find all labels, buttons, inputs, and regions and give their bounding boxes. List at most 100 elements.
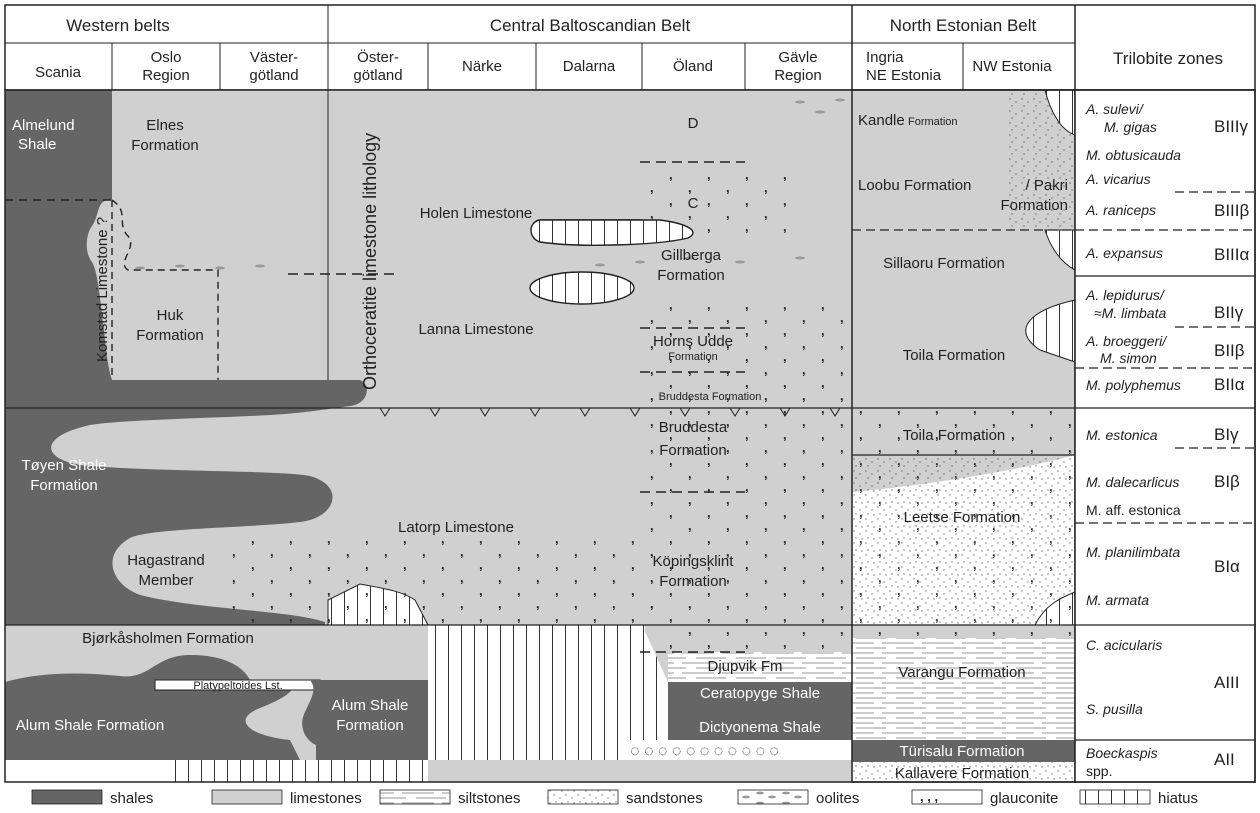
label-toyen-1: Tøyen Shale bbox=[21, 457, 106, 474]
region-scania: Scania bbox=[35, 64, 82, 81]
legend-glauconite: glauconite bbox=[990, 790, 1058, 807]
label-holen: Holen Limestone bbox=[420, 205, 533, 222]
label-toila-lower: Toila Formation bbox=[903, 427, 1006, 444]
legend-swatch-hiatus bbox=[1079, 789, 1151, 805]
label-huk-2: Formation bbox=[136, 327, 204, 344]
labels: Almelund Shale Elnes Formation Komstad L… bbox=[12, 112, 1068, 782]
zone-code-b2b: BIIβ bbox=[1214, 341, 1245, 360]
label-d: D bbox=[688, 115, 699, 132]
region-ingria-1: Ingria bbox=[866, 49, 904, 66]
label-leetse: Leetse Formation bbox=[904, 509, 1021, 526]
label-sillaoru: Sillaoru Formation bbox=[883, 255, 1005, 272]
zone-code-b1g: BIγ bbox=[1214, 425, 1239, 444]
label-kandle-1: Kandle bbox=[858, 112, 905, 129]
header-western: Western belts bbox=[66, 16, 170, 35]
label-toila-upper: Toila Formation bbox=[903, 347, 1006, 364]
zone-estonica: M. estonica bbox=[1086, 427, 1158, 443]
label-kandle-2: Formation bbox=[908, 116, 958, 128]
header-north: North Estonian Belt bbox=[890, 16, 1037, 35]
label-bruddesta-line: Bruddesta Formation bbox=[659, 391, 762, 403]
label-horns-2: Formation bbox=[668, 351, 718, 363]
label-bruddesta-2: Formation bbox=[659, 442, 727, 459]
legend-sandstones: sandstones bbox=[626, 790, 703, 807]
zone-boeckaspis-2: spp. bbox=[1086, 763, 1112, 779]
label-pakri-2: Formation bbox=[1000, 197, 1068, 214]
legend-oolites: oolites bbox=[816, 790, 859, 807]
label-alum-mid-2: Formation bbox=[336, 717, 404, 734]
label-kopingsklint-1: Köpingsklint bbox=[653, 553, 735, 570]
label-gillberga-2: Formation bbox=[657, 267, 725, 284]
legend-swatch-sandstones bbox=[547, 789, 619, 805]
label-elnes-2: Formation bbox=[131, 137, 199, 154]
zone-code-b3b: BIIIβ bbox=[1214, 201, 1250, 220]
label-turisalu: Türisalu Formation bbox=[899, 743, 1024, 760]
label-alum-left: Alum Shale Formation bbox=[16, 717, 164, 734]
zone-planilimbata: M. planilimbata bbox=[1086, 544, 1180, 560]
region-vaster-2: götland bbox=[249, 67, 298, 84]
zone-armata: M. armata bbox=[1086, 592, 1149, 608]
zone-pusilla: S. pusilla bbox=[1086, 701, 1143, 717]
region-narke: Närke bbox=[462, 58, 502, 75]
label-elnes-1: Elnes bbox=[146, 117, 184, 134]
legend-hiatus: hiatus bbox=[1158, 790, 1198, 807]
zone-broeggeri-1: A. broeggeri/ bbox=[1085, 333, 1168, 349]
label-hagastrand-2: Member bbox=[138, 572, 193, 589]
region-dalarna: Dalarna bbox=[563, 58, 616, 75]
legend-siltstones: siltstones bbox=[458, 790, 521, 807]
label-c: C bbox=[688, 195, 699, 212]
zone-aff-estonica: M. aff. estonica bbox=[1086, 502, 1181, 518]
zone-broeggeri-2: M. simon bbox=[1100, 350, 1157, 366]
legend-swatch-siltstones bbox=[379, 789, 451, 805]
region-gavle-2: Region bbox=[774, 67, 822, 84]
legend-swatch-limestones bbox=[211, 789, 283, 805]
zone-sulevi-1: A. sulevi/ bbox=[1085, 101, 1145, 117]
shale-scania bbox=[5, 90, 367, 625]
label-komstad: Komstad Limestone ? bbox=[94, 217, 111, 362]
hiatus-lens-lower bbox=[529, 271, 635, 305]
region-oster-2: götland bbox=[353, 67, 402, 84]
zone-lepidurus-2: ≈M. limbata bbox=[1094, 305, 1166, 321]
zone-vicarius: A. vicarius bbox=[1085, 171, 1151, 187]
region-vaster-1: Väster- bbox=[250, 49, 298, 66]
label-varangu: Varangu Formation bbox=[898, 664, 1025, 681]
region-ingria-2: NE Estonia bbox=[866, 67, 942, 84]
label-almelund-1: Almelund bbox=[12, 117, 75, 134]
zone-labels: A. sulevi/ M. gigas M. obtusicauda A. vi… bbox=[1085, 101, 1250, 779]
label-kallavere: Kallavere Formation bbox=[895, 765, 1029, 782]
label-lanna: Lanna Limestone bbox=[418, 321, 533, 338]
north-estonian-belt bbox=[851, 89, 1076, 783]
region-oland: Öland bbox=[673, 57, 713, 75]
label-latorp: Latorp Limestone bbox=[398, 519, 514, 536]
komstad-outline bbox=[111, 199, 219, 380]
zone-code-b2g: BIIγ bbox=[1214, 303, 1244, 322]
label-hagastrand-1: Hagastrand bbox=[127, 552, 205, 569]
zone-raniceps: A. raniceps bbox=[1085, 202, 1156, 218]
label-pakri-1: / Pakri bbox=[1025, 177, 1068, 194]
label-horns-1: Horns Udde bbox=[653, 333, 733, 350]
label-alum-mid-1: Alum Shale bbox=[332, 697, 409, 714]
zone-code-b1b: BIβ bbox=[1214, 472, 1240, 491]
chart-body: ◌ ◌ ◌ ◌ ◌ ◌ ◌ ◌ ◌ ◌ ◌ bbox=[5, 90, 852, 782]
zone-lepidurus-1: A. lepidurus/ bbox=[1085, 287, 1166, 303]
legend-swatch-oolites bbox=[737, 789, 809, 805]
region-oslo-1: Oslo bbox=[151, 49, 182, 66]
zone-dalecarlicus: M. dalecarlicus bbox=[1086, 474, 1179, 490]
zone-code-b1a: BIα bbox=[1214, 557, 1240, 576]
zone-code-a2: AII bbox=[1214, 750, 1235, 769]
label-ceratopyge: Ceratopyge Shale bbox=[700, 685, 820, 702]
zone-code-b2a: BIIα bbox=[1214, 375, 1245, 394]
header-central: Central Baltoscandian Belt bbox=[490, 16, 691, 35]
header-zones: Trilobite zones bbox=[1113, 49, 1223, 68]
region-oslo-2: Region bbox=[142, 67, 190, 84]
region-oster-1: Öster- bbox=[357, 48, 399, 66]
zone-code-b3a: BIIIα bbox=[1214, 245, 1250, 264]
legend-limestones: limestones bbox=[290, 790, 362, 807]
zone-boeckaspis-1: Boeckaspis bbox=[1086, 745, 1158, 761]
zone-obtusicauda: M. obtusicauda bbox=[1086, 147, 1181, 163]
svg-text:, , ,: , , , bbox=[920, 789, 938, 804]
label-almelund-2: Shale bbox=[18, 136, 56, 153]
label-bruddesta-1: Bruddesta bbox=[659, 419, 728, 436]
label-huk-1: Huk bbox=[157, 307, 184, 324]
